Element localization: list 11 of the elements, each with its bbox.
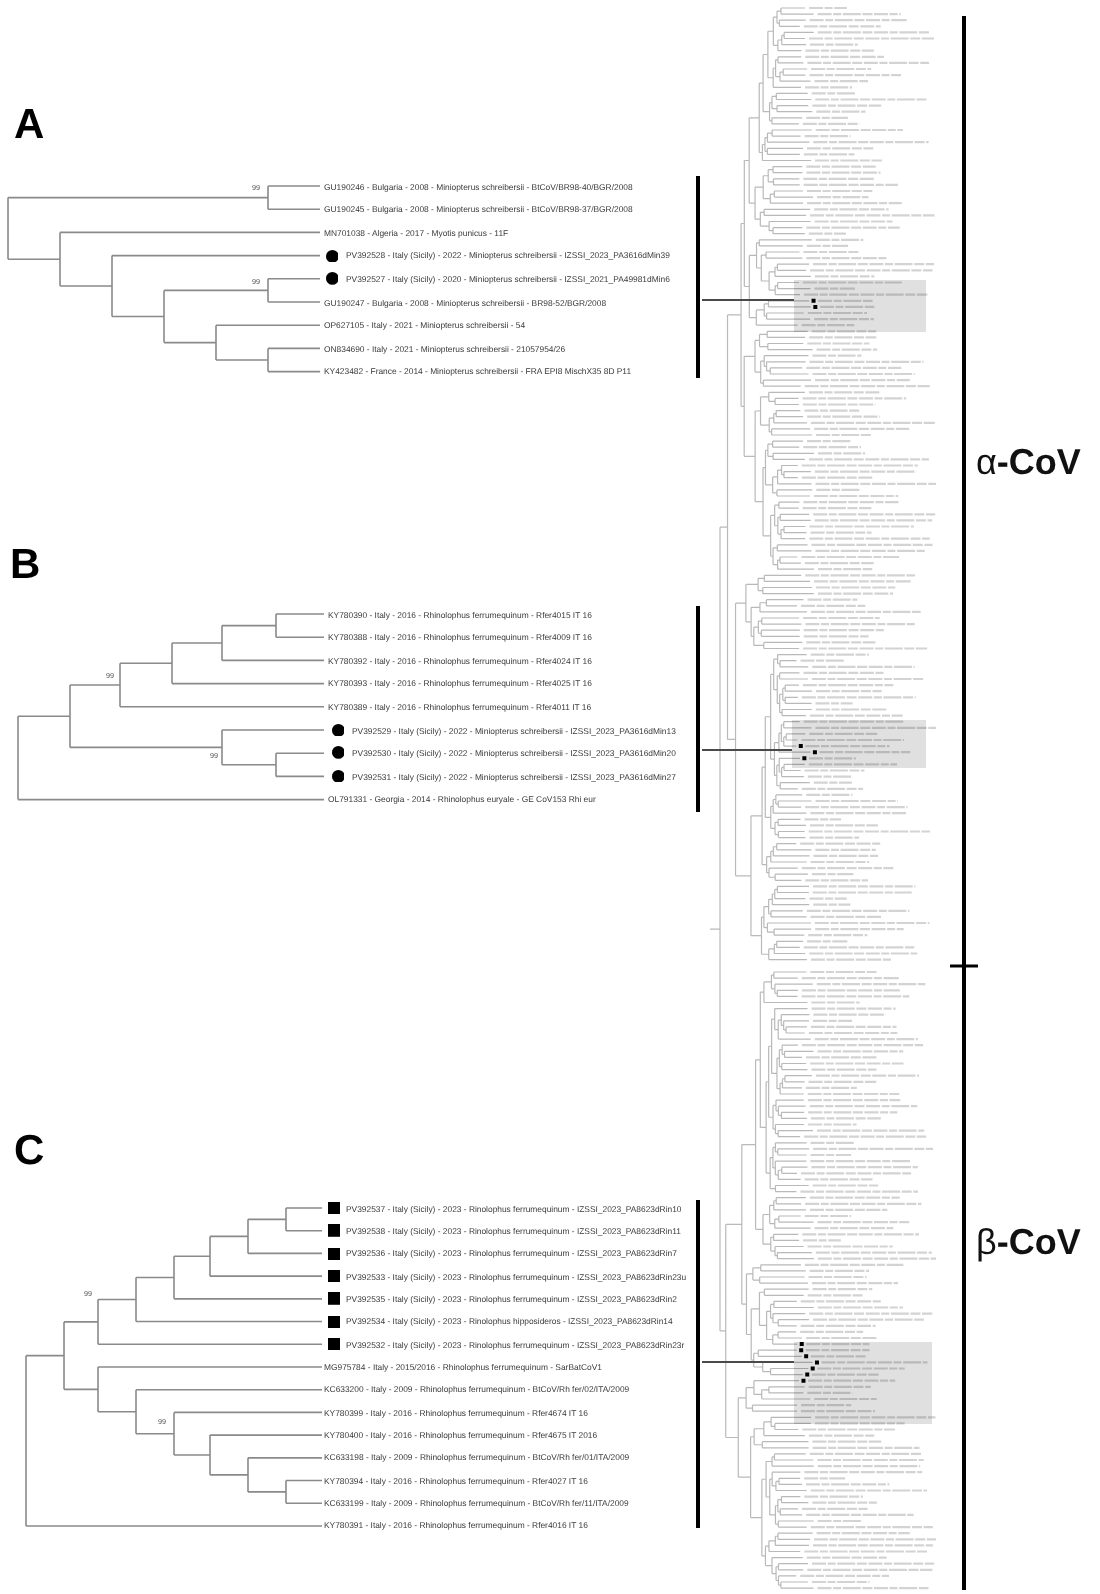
clade-label: α-CoV bbox=[976, 442, 1081, 484]
clade-label: β-CoV bbox=[976, 1222, 1081, 1264]
leader-line bbox=[701, 1361, 795, 1363]
highlight-box bbox=[794, 1342, 932, 1424]
panel-letter: A bbox=[14, 104, 45, 146]
panel-letter: C bbox=[14, 1130, 45, 1172]
highlight-box bbox=[792, 720, 926, 768]
leader-line bbox=[701, 299, 795, 301]
highlight-box bbox=[794, 280, 926, 332]
panel-letter: B bbox=[10, 544, 41, 586]
leader-line bbox=[701, 749, 793, 751]
